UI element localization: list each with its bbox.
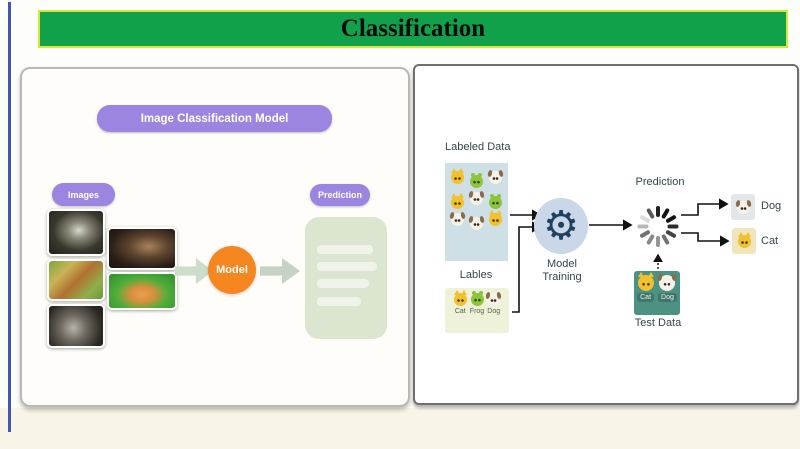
cat-icon [489,210,502,226]
model-training-label: Model Training [523,258,601,284]
panel-banner: Image Classification Model [97,105,332,132]
model-node: Model [208,246,256,294]
flow-arrows [510,198,730,313]
animal-caption: Dog [487,308,501,315]
image-gray-wolf [47,304,105,348]
spinner-segment [646,207,655,219]
dog-icon [736,200,750,214]
frog-icon [470,173,483,188]
cat-output-chip [732,228,756,254]
dog-icon [470,217,483,230]
spinner-segment [665,229,677,238]
cat-icon [453,290,467,306]
cat-icon [637,272,654,291]
image-classification-panel: Image Classification Model Images Predic… [20,67,410,407]
test-data-title: Test Data [634,317,682,329]
cat-item: Cat [637,272,655,315]
spinner-segment [656,235,660,247]
faint-prediction-line [317,297,361,306]
loading-spinner [634,202,682,250]
dog-item: Dog [487,293,501,333]
model-training-line2: Training [542,271,582,283]
dog-item: Dog [658,275,677,315]
model-to-prediction-arrow [260,258,300,284]
spinner-segment [656,205,660,217]
dog-icon [451,213,464,226]
prediction-to-cat-arrow [681,232,730,247]
labeled-data-title: Labeled Data [445,141,511,153]
faint-prediction-line [317,245,373,254]
spinner-segment [637,224,649,228]
dog-output-chip [731,194,755,220]
faint-prediction-line [317,279,369,288]
gear-icon: ⚙ [543,204,579,248]
animal-caption: Frog [469,308,485,315]
spinner-segment [665,214,677,223]
image-orange-cat-on-grass [107,272,177,310]
animal-caption: Cat [454,308,466,315]
image-frog-dark [107,227,177,270]
dog-icon [489,171,502,184]
prediction-output-box [305,217,387,339]
dog-icon [470,192,483,205]
cat-output-label: Cat [761,235,779,247]
dog-icon [487,293,501,306]
header-bar: Classification [38,10,788,48]
cat-icon [737,231,751,248]
prediction-title: Prediction [635,176,685,188]
prediction-label: Prediction [310,184,370,206]
cat-icon [451,168,464,184]
spinner-segment [646,233,655,245]
spinner-segment [667,224,679,228]
prediction-to-dog-arrow [681,198,729,216]
frog-icon [470,291,484,306]
model-training-node: ⚙ [534,198,588,254]
images-label: Images [52,183,115,206]
model-training-line1: Model [547,258,577,270]
labels-title: Lables [459,269,493,281]
cat-icon [451,193,464,209]
frog-icon [489,194,502,209]
image-fox-on-grass [47,259,105,301]
animal-caption: Dog [658,293,677,302]
faint-prediction-line [317,262,377,271]
dog-output-label: Dog [761,200,782,212]
labels-to-model-arrow [512,221,542,313]
cat-item: Cat [453,290,467,333]
frog-item: Frog [469,291,485,333]
bottom-background-strip [0,408,800,449]
dog-icon [659,275,676,291]
image-black-and-white-cat [47,209,105,256]
labeled-data-box [445,163,508,261]
left-edge-line [8,2,11,432]
page-title: Classification [340,15,486,42]
animal-caption: Cat [637,293,655,302]
